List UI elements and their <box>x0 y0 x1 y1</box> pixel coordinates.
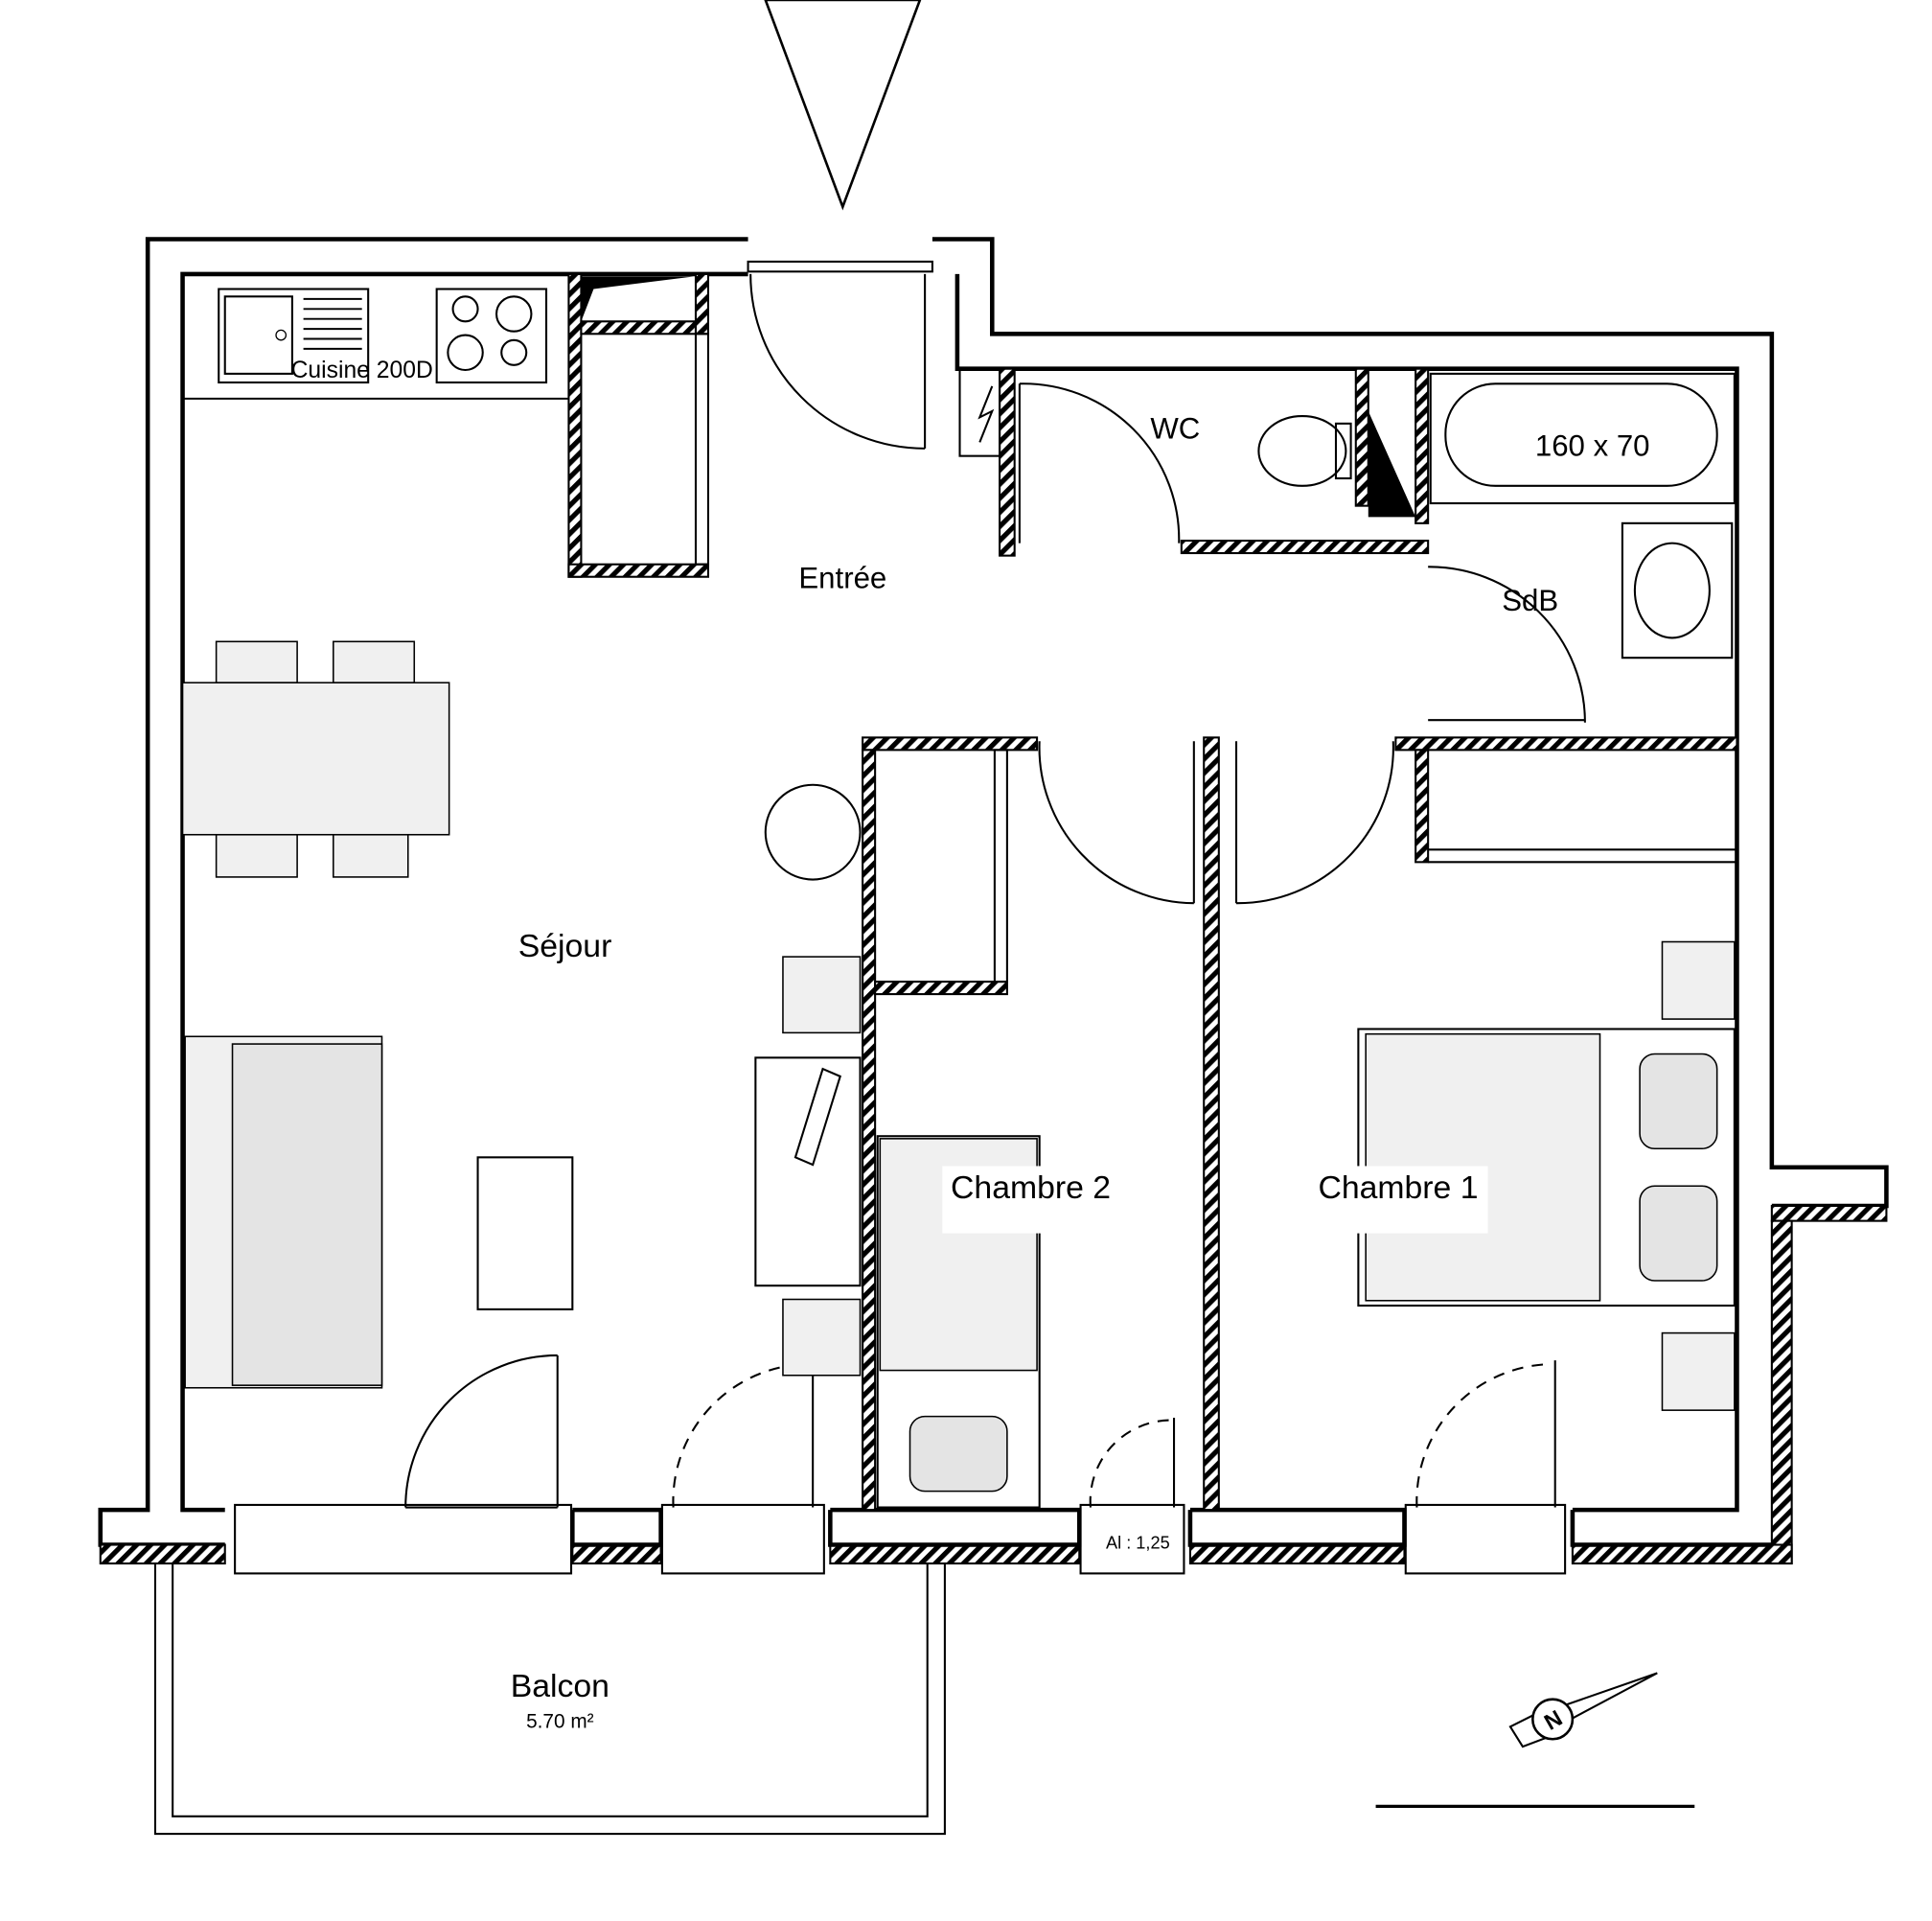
living-furniture <box>181 640 862 1389</box>
exterior-walls <box>98 237 1889 1565</box>
bedroom-furniture <box>876 940 1736 1509</box>
doors <box>404 260 1586 1509</box>
living-room-label: Séjour <box>518 928 612 964</box>
bedroom-1-label: Chambre 1 <box>1318 1169 1478 1206</box>
balcony-label: Balcon <box>511 1668 610 1704</box>
interior-walls <box>567 272 1738 1512</box>
balcony <box>153 1563 946 1836</box>
bathroom-fixtures <box>1257 372 1736 660</box>
entrance-arrow-icon <box>764 0 922 211</box>
kitchen-label: Cuisine 200D <box>291 358 433 383</box>
windows <box>234 1503 1567 1575</box>
bathtub-size-label: 160 x 70 <box>1535 429 1650 463</box>
balcony-area: 5.70 m² <box>526 1711 594 1733</box>
entry-label: Entrée <box>798 561 886 594</box>
north-arrow-icon: N <box>1508 1672 1658 1748</box>
bathroom-label: SdB <box>1502 584 1558 617</box>
window-sill-height: Al : 1,25 <box>1106 1533 1170 1552</box>
wc-label: WC <box>1150 411 1200 445</box>
kitchen-counter <box>182 288 569 400</box>
bedroom-2-label: Chambre 2 <box>951 1169 1111 1206</box>
